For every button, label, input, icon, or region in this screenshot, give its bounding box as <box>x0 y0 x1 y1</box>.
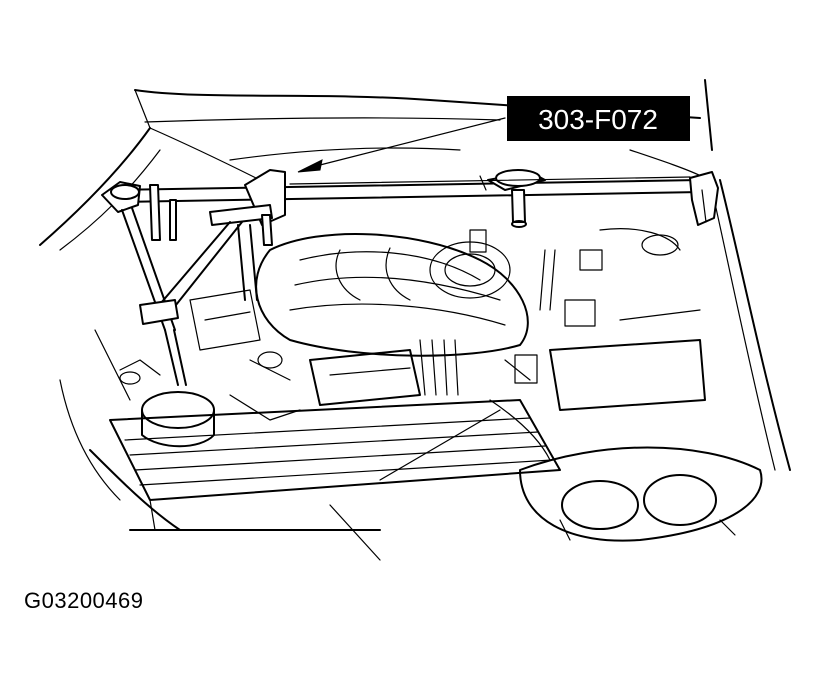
left-components <box>94 289 301 448</box>
headlamp <box>519 446 763 542</box>
radiator-grille <box>59 379 561 561</box>
leader-line <box>297 117 506 173</box>
engine-assembly <box>255 228 706 461</box>
figure-id: G03200469 <box>24 588 144 613</box>
engine-support-tool <box>101 169 719 386</box>
tool-label-text: 303-F072 <box>538 104 658 135</box>
tool-label: 303-F072 <box>507 96 690 141</box>
